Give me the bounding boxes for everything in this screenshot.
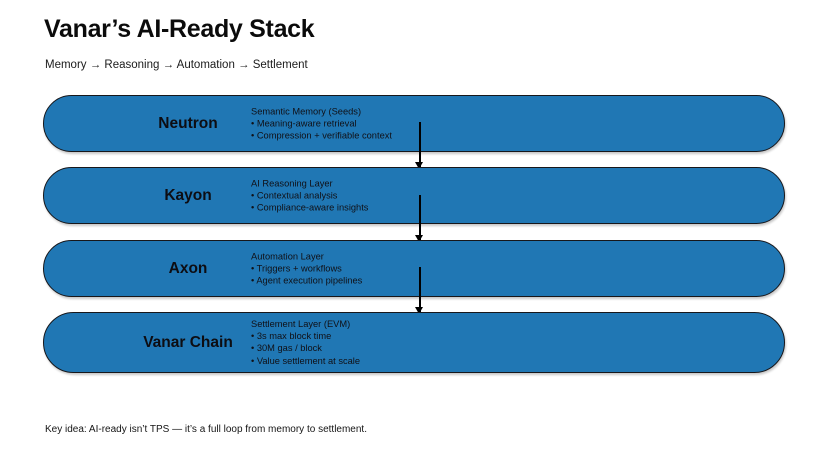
layer-heading: Automation Layer (251, 250, 324, 261)
arrow-head-icon (415, 307, 423, 314)
stack-layer-vanar-chain[interactable]: Vanar Chain Settlement Layer (EVM) • 3s … (43, 312, 785, 373)
layer-bullet: • Meaning-aware retrieval (251, 118, 357, 129)
layer-label-neutron: Neutron (158, 114, 218, 132)
layer-bullet: • Contextual analysis (251, 190, 338, 201)
arrow-head-icon (415, 235, 423, 242)
arrow-head-icon (415, 162, 423, 169)
layer-bullet: • Triggers + workflows (251, 263, 342, 274)
page-title: Vanar’s AI-Ready Stack (44, 15, 315, 43)
layer-heading: Settlement Layer (EVM) (251, 318, 351, 329)
arrow-shaft (419, 267, 421, 313)
layer-details-kayon: AI Reasoning Layer • Contextual analysis… (251, 177, 368, 214)
arrow-shaft (419, 195, 421, 241)
key-idea-caption: Key idea: AI-ready isn’t TPS — it’s a fu… (45, 424, 367, 435)
connector-arrow-axon-to-vanar-chain (414, 267, 425, 314)
stack-layer-neutron[interactable]: Neutron Semantic Memory (Seeds) • Meanin… (43, 95, 785, 152)
layer-label-vanar-chain: Vanar Chain (143, 333, 233, 351)
layer-details-neutron: Semantic Memory (Seeds) • Meaning-aware … (251, 105, 392, 142)
connector-arrow-kayon-to-axon (414, 195, 425, 242)
layer-bullet: • 30M gas / block (251, 343, 322, 354)
layer-bullet: • Compliance-aware insights (251, 202, 369, 213)
layer-bullet: • Value settlement at scale (251, 355, 361, 366)
layer-details-axon: Automation Layer • Triggers + workflows … (251, 250, 362, 287)
layer-label-axon: Axon (168, 259, 208, 277)
layer-details-vanar-chain: Settlement Layer (EVM) • 3s max block ti… (251, 318, 360, 368)
connector-arrow-neutron-to-kayon (414, 122, 425, 169)
page-subtitle: Memory → Reasoning → Automation → Settle… (45, 59, 308, 71)
stack-layer-kayon[interactable]: Kayon AI Reasoning Layer • Contextual an… (43, 167, 785, 224)
arrow-shaft (419, 122, 421, 168)
layer-heading: Semantic Memory (Seeds) (251, 105, 362, 116)
layer-label-kayon: Kayon (164, 186, 212, 204)
layer-heading: AI Reasoning Layer (251, 177, 333, 188)
layer-bullet: • Agent execution pipelines (251, 275, 363, 286)
layer-bullet: • 3s max block time (251, 331, 332, 342)
stack-layer-axon[interactable]: Axon Automation Layer • Triggers + workf… (43, 240, 785, 297)
layer-bullet: • Compression + verifiable context (251, 130, 392, 141)
